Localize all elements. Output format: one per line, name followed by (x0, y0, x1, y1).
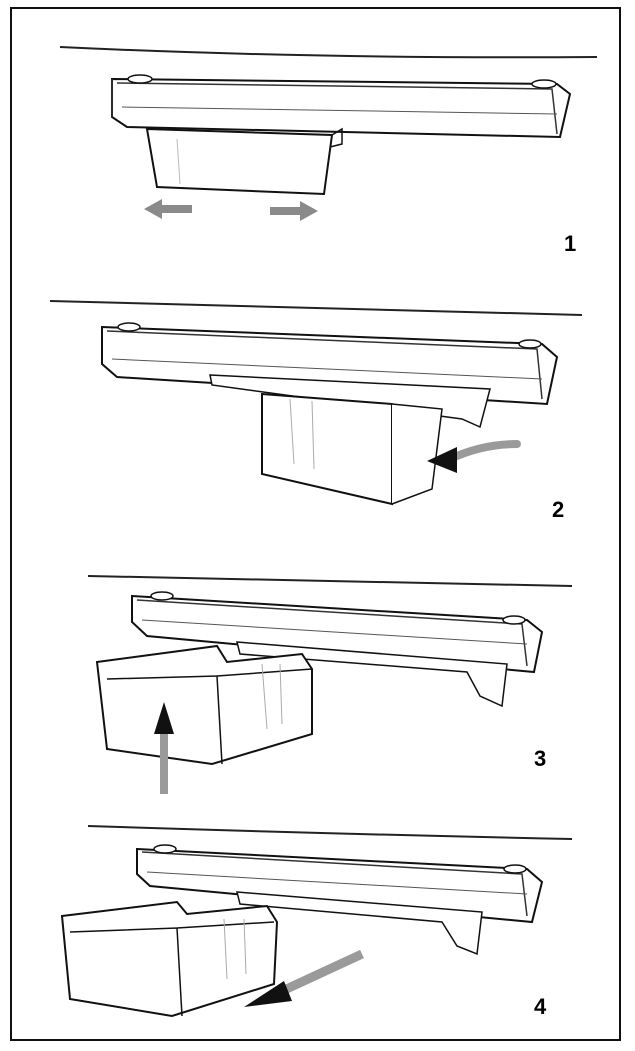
step-number: 2 (552, 497, 565, 522)
step-4: 4 (12, 794, 623, 1043)
step-number: 4 (534, 994, 547, 1019)
shelf-bar (131, 594, 544, 674)
slide-rail (236, 891, 483, 956)
arrow-curved (427, 447, 457, 473)
step-4-illustration (60, 825, 573, 1018)
step-2: 2 (12, 259, 623, 524)
step-3-illustration (87, 575, 573, 794)
arrow-up (154, 702, 174, 734)
step-2-illustration (49, 300, 583, 506)
arrow-diagonal (244, 981, 292, 1007)
shelf-bar (136, 847, 544, 924)
arrow-left (144, 199, 192, 219)
ice-tray (145, 127, 334, 196)
step-number: 3 (534, 746, 547, 771)
ice-bin (95, 644, 313, 766)
ice-bin (60, 900, 279, 1018)
instruction-frame: 1 2 (10, 7, 621, 1041)
step-3: 3 (12, 524, 623, 794)
ice-bin (261, 392, 393, 506)
step-1-illustration (59, 46, 598, 221)
step-1: 1 (12, 9, 623, 259)
shelf-bar (101, 325, 559, 406)
step-number: 1 (564, 231, 577, 256)
arrow-right (270, 201, 318, 221)
